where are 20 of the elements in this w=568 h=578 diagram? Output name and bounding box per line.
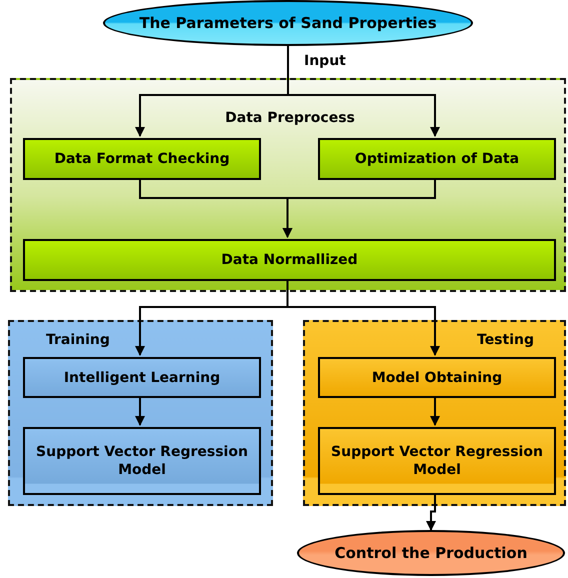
arrow xyxy=(426,493,436,531)
process-box: Support Vector Regression Model xyxy=(318,427,556,495)
start-ellipse: The Parameters of Sand Properties xyxy=(103,0,473,46)
arrow xyxy=(430,396,440,426)
group-panel xyxy=(8,320,273,506)
process-box: Optimization of Data xyxy=(318,138,556,180)
group-heading: Training xyxy=(46,332,110,348)
flow-label: Input xyxy=(304,53,346,69)
process-box: Data Normallized xyxy=(23,239,556,281)
process-box: Intelligent Learning xyxy=(23,357,261,398)
group-heading: Testing xyxy=(477,332,534,348)
group-panel xyxy=(10,78,566,292)
process-box: Model Obtaining xyxy=(318,357,556,398)
arrow xyxy=(282,178,436,238)
group-heading: Data Preprocess xyxy=(225,110,355,126)
arrow xyxy=(135,396,145,426)
group-panel xyxy=(303,320,566,506)
end-ellipse: Control the Production xyxy=(297,530,565,576)
process-box: Data Format Checking xyxy=(23,138,261,180)
process-box: Support Vector Regression Model xyxy=(23,427,261,495)
